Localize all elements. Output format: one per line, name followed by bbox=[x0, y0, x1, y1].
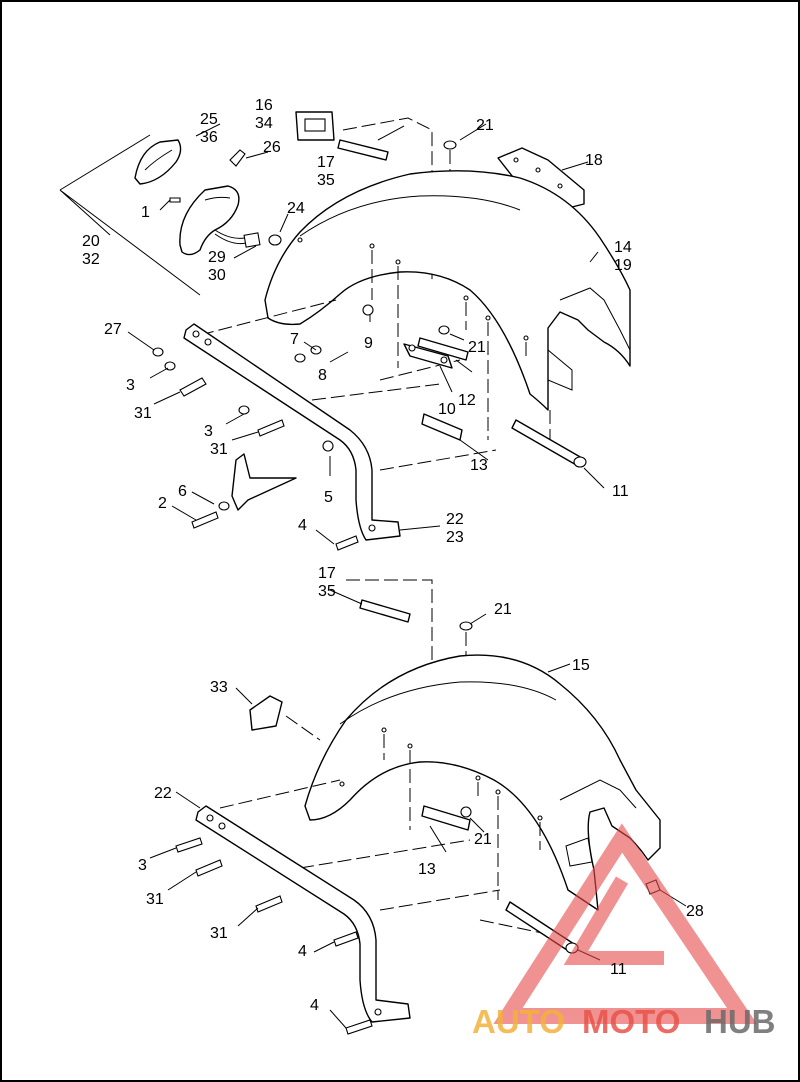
support-rail-lower bbox=[195, 805, 411, 1023]
upper-callout-label: 4 bbox=[298, 517, 307, 534]
watermark-moto: MOTO bbox=[582, 1003, 680, 1040]
upper-callout-label: 31 bbox=[210, 441, 228, 458]
upper-callout-label: 11 bbox=[612, 483, 629, 500]
upper-callout-label: 22 bbox=[446, 511, 464, 528]
upper-callout-label: 29 bbox=[208, 249, 226, 266]
upper-callout-label: 34 bbox=[255, 115, 273, 132]
upper-callout-label: 7 bbox=[290, 331, 299, 348]
upper-callout-label: 1 bbox=[141, 204, 150, 221]
upper-callout-label: 30 bbox=[208, 267, 226, 284]
upper-callout-label: 24 bbox=[287, 200, 305, 217]
lower-callout-label: 21 bbox=[494, 601, 512, 618]
lower-callout-label: 31 bbox=[210, 925, 228, 942]
lower-callout-label: 28 bbox=[686, 903, 704, 920]
upper-callout-label: 3 bbox=[126, 377, 135, 394]
lower-callout-label: 4 bbox=[298, 943, 307, 960]
upper-callout-label: 10 bbox=[438, 401, 456, 418]
upper-callout-label: 27 bbox=[104, 321, 122, 338]
lower-callout-label: 15 bbox=[572, 657, 590, 674]
upper-callout-label: 26 bbox=[263, 139, 281, 156]
watermark-auto: AUTO bbox=[472, 1003, 565, 1040]
upper-callout-label: 3 bbox=[204, 423, 213, 440]
upper-callout-label: 35 bbox=[317, 172, 335, 189]
upper-callout-label: 12 bbox=[458, 392, 476, 409]
lower-assembly bbox=[149, 579, 687, 1035]
upper-callout-label: 31 bbox=[134, 405, 152, 422]
upper-callout-label: 32 bbox=[82, 251, 100, 268]
tail-lamp-lens bbox=[134, 139, 182, 185]
upper-callout-label: 19 bbox=[614, 257, 632, 274]
upper-callout-label: 8 bbox=[318, 367, 327, 384]
rear-fender-lower bbox=[304, 654, 661, 911]
lower-callout-label: 31 bbox=[146, 891, 164, 908]
lower-callout-label: 13 bbox=[418, 861, 436, 878]
upper-assembly bbox=[59, 111, 631, 551]
upper-callout-label: 23 bbox=[446, 529, 464, 546]
upper-callout-label: 20 bbox=[82, 233, 100, 250]
upper-callout-label: 9 bbox=[364, 335, 373, 352]
lower-callout-label: 22 bbox=[154, 785, 172, 802]
side-bracket bbox=[231, 453, 297, 511]
logo-triangle-icon bbox=[493, 823, 758, 1024]
upper-callout-label: 25 bbox=[200, 111, 218, 128]
lower-callout-label: 4 bbox=[310, 997, 319, 1014]
lower-callout-label: 11 bbox=[610, 961, 627, 978]
rear-fender-upper bbox=[264, 170, 631, 411]
upper-callout-label: 36 bbox=[200, 129, 218, 146]
upper-callout-label: 21 bbox=[476, 117, 494, 134]
support-rail-upper bbox=[183, 323, 401, 541]
upper-callout-label: 5 bbox=[324, 489, 333, 506]
upper-callout-label: 2 bbox=[158, 495, 167, 512]
lower-callout-label: 3 bbox=[138, 857, 147, 874]
lower-callout-label: 33 bbox=[210, 679, 228, 696]
upper-callout-label: 17 bbox=[317, 154, 335, 171]
watermark-hub: HUB bbox=[704, 1003, 776, 1040]
lower-callout-label: 35 bbox=[318, 583, 336, 600]
upper-callout-label: 13 bbox=[470, 457, 488, 474]
upper-callout-label: 6 bbox=[178, 483, 187, 500]
watermark-text: AUTO MOTO HUB bbox=[472, 1003, 776, 1040]
upper-callout-label: 21 bbox=[468, 339, 486, 356]
lower-callout-label: 21 bbox=[474, 831, 492, 848]
upper-callout-label: 18 bbox=[585, 152, 603, 169]
tail-lamp-housing bbox=[179, 185, 240, 256]
watermark-logo bbox=[493, 823, 758, 1024]
lower-callout-label: 17 bbox=[318, 565, 336, 582]
upper-callout-label: 14 bbox=[614, 239, 632, 256]
upper-callout-label: 16 bbox=[255, 97, 273, 114]
